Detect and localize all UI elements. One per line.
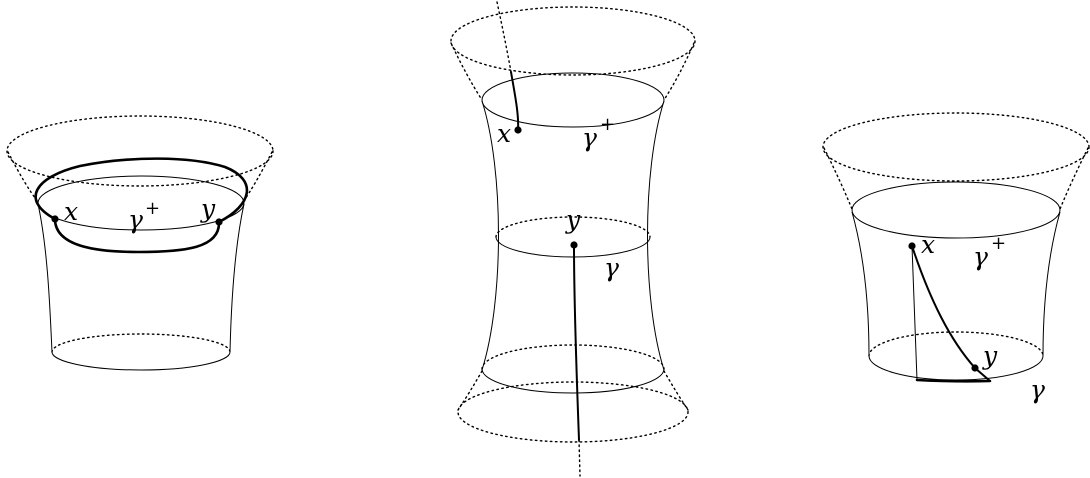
right-point-y xyxy=(971,364,979,372)
middle-side-right xyxy=(647,100,665,371)
middle-curve-y-dotted xyxy=(578,439,581,477)
right-label-y: y xyxy=(982,341,998,370)
middle-label-x: x xyxy=(497,119,511,148)
middle-label-y: y xyxy=(565,205,581,234)
middle-bottom-dotted-ellipse xyxy=(457,381,689,443)
left-arc-upper xyxy=(34,157,249,224)
right-label-gamma: γ xyxy=(1030,375,1045,404)
right-curve-xy xyxy=(911,245,991,382)
left-label-gamma-plus-sup: + xyxy=(145,198,160,219)
middle-gamma-plus-ellipse xyxy=(481,72,665,128)
left-flare-right-dotted xyxy=(242,151,273,203)
left-top-dotted-ellipse xyxy=(6,115,274,187)
middle-curve-y xyxy=(573,244,580,441)
middle-top-flare-left xyxy=(450,42,483,101)
middle-top-dotted-ellipse xyxy=(450,6,696,76)
left-label-x: x xyxy=(64,197,78,226)
right-point-x xyxy=(908,242,916,250)
figure-left: x y γ + xyxy=(6,115,274,371)
left-bottom-front xyxy=(51,351,231,371)
figure-middle: x γ + y γ xyxy=(450,1,696,477)
middle-bottom-flare-right xyxy=(663,370,689,411)
middle-label-gamma-plus: γ xyxy=(582,123,597,152)
right-bottom-back-dotted xyxy=(868,331,1044,357)
middle-gamma-front xyxy=(495,236,651,258)
middle-point-x xyxy=(514,126,522,134)
middle-label-gamma-plus-sup: + xyxy=(600,114,615,135)
left-side-left xyxy=(37,203,53,353)
left-point-x xyxy=(51,215,59,223)
right-flare-left-dotted xyxy=(823,147,853,210)
left-bottom-back-dotted xyxy=(51,333,231,353)
left-arc-lower xyxy=(53,217,221,254)
right-label-x: x xyxy=(921,230,935,259)
right-label-gamma-plus-sup: + xyxy=(991,233,1006,254)
left-label-y: y xyxy=(200,194,216,223)
middle-point-y xyxy=(570,241,578,249)
middle-label-gamma: γ xyxy=(604,253,619,282)
left-flare-left-dotted xyxy=(7,151,39,203)
right-side-right xyxy=(1042,211,1061,357)
right-gamma-plus-ellipse xyxy=(851,181,1061,239)
right-gamma-thick xyxy=(915,378,992,383)
right-flare-right-dotted xyxy=(1059,147,1089,210)
middle-curve-x-dotted xyxy=(496,1,512,73)
right-label-gamma-plus: γ xyxy=(973,242,988,271)
middle-top-flare-right xyxy=(663,42,695,101)
middle-bottom-front xyxy=(481,368,665,394)
middle-curve-x xyxy=(510,71,520,131)
right-side-left xyxy=(851,211,870,357)
middle-bottom-back-dotted xyxy=(481,344,665,370)
right-top-dotted-ellipse xyxy=(822,112,1090,182)
right-gamma-front xyxy=(868,355,1044,381)
figure-right: x γ + y γ xyxy=(822,112,1090,404)
left-label-gamma-plus: γ xyxy=(128,205,143,234)
middle-bottom-flare-left xyxy=(457,370,483,411)
right-meridian xyxy=(911,245,918,381)
middle-side-left xyxy=(481,100,499,371)
left-point-y xyxy=(215,218,223,226)
left-side-right xyxy=(229,203,245,353)
